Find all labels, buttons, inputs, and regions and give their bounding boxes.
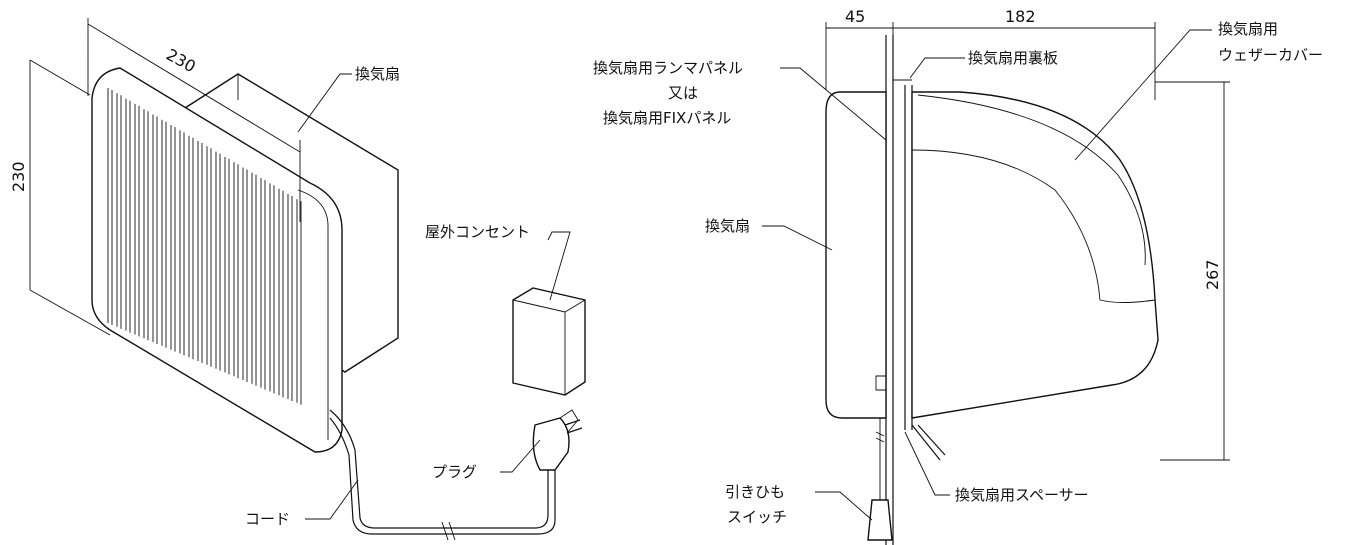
- fan-isometric-view: 230 230 換気扇 屋外コンセント プラグ コード: [9, 18, 586, 541]
- label-cover-line1: 換気扇用: [1218, 20, 1278, 38]
- label-panel-line3: 換気扇用FIXパネル: [603, 109, 731, 127]
- plug-icon: [532, 409, 583, 471]
- label-panel-line2: 又は: [668, 84, 698, 102]
- label-cord: コード: [245, 510, 290, 528]
- label-outdoor-outlet: 屋外コンセント: [425, 223, 530, 241]
- label-switch-line1: 引きひも: [725, 483, 785, 501]
- dim-depth-front: 45: [845, 7, 865, 26]
- label-switch-line2: スイッチ: [727, 508, 787, 526]
- fan-grille: [107, 88, 302, 405]
- dim-width-left: 230: [163, 45, 199, 76]
- fan-cord: [329, 409, 549, 529]
- fan-side-section-view: 45 182 267 換気扇用ランマパネル 又は 換気扇用FIXパネル 換気扇用…: [593, 7, 1323, 545]
- weather-cover: [911, 91, 1159, 419]
- fan-front-panel: [91, 67, 343, 453]
- lanma-panel: [885, 35, 894, 545]
- label-cover-line2: ウェザーカバー: [1218, 46, 1323, 64]
- label-panel-line1: 換気扇用ランマパネル: [593, 59, 743, 77]
- label-back-plate: 換気扇用裏板: [968, 49, 1058, 67]
- back-plate: [904, 85, 913, 430]
- fan-body-side: [825, 91, 887, 419]
- label-fan-right: 換気扇: [705, 217, 750, 235]
- label-fan-left: 換気扇: [355, 65, 400, 83]
- dim-height-right: 267: [1203, 259, 1222, 290]
- dim-depth-rear: 182: [1005, 7, 1036, 26]
- label-spacer: 換気扇用スペーサー: [955, 486, 1089, 504]
- label-plug: プラグ: [432, 463, 477, 481]
- dim-height-left: 230: [9, 161, 28, 192]
- outdoor-outlet-icon: [512, 287, 586, 396]
- pull-switch-handle: [867, 499, 893, 541]
